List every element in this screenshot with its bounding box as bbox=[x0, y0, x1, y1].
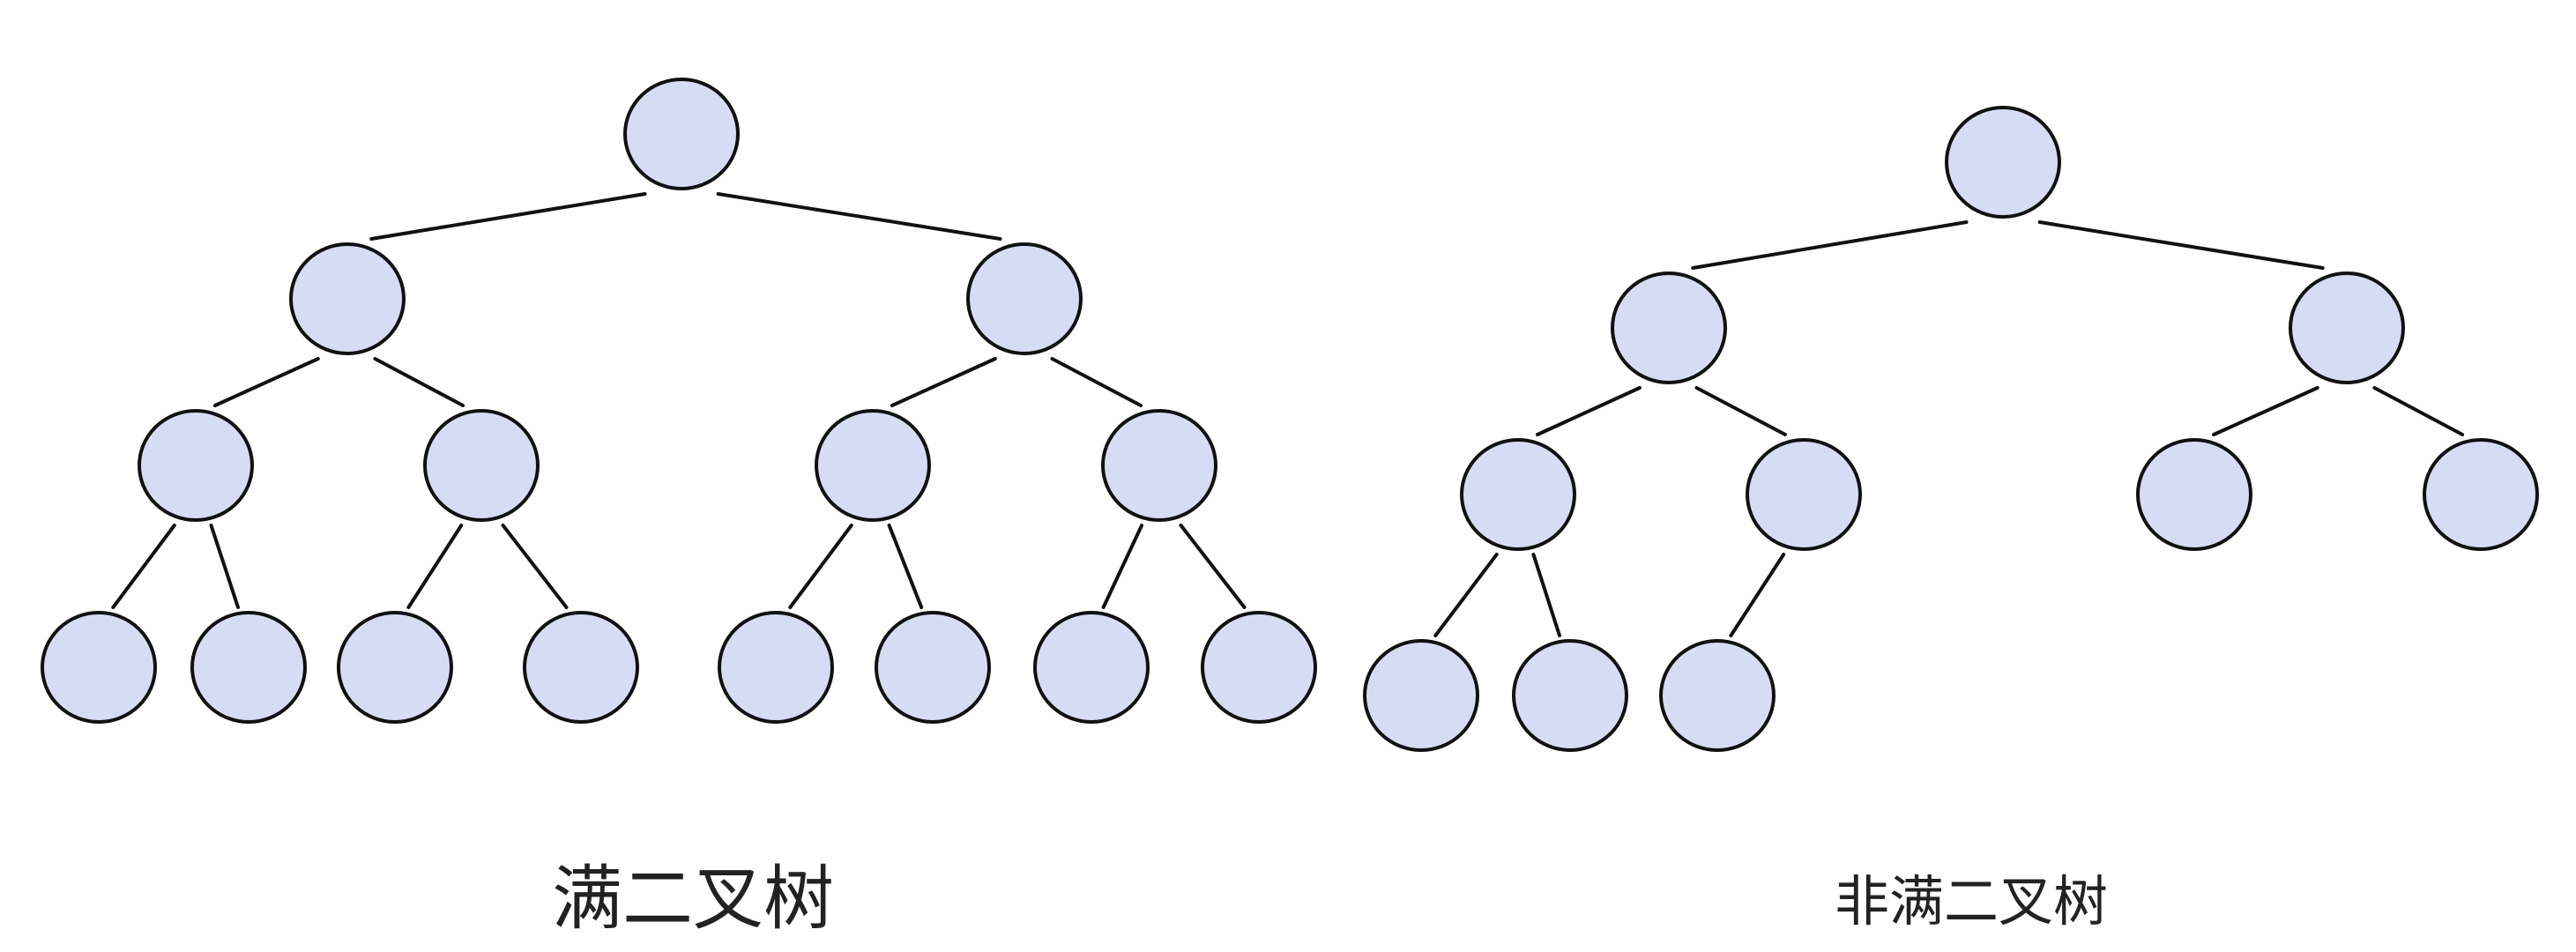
full-tree-edge bbox=[1179, 524, 1247, 609]
full-tree-node bbox=[337, 611, 453, 724]
full-tree-edge bbox=[373, 357, 465, 407]
full-tree-node bbox=[41, 611, 157, 724]
non-full-binary-tree-caption: 非满二叉树 bbox=[1834, 869, 2109, 933]
non-full-tree-edge bbox=[2372, 386, 2465, 436]
non-full-binary-tree bbox=[1363, 106, 2539, 752]
non-full-tree-node bbox=[1945, 106, 2061, 219]
full-tree-node bbox=[190, 611, 307, 724]
non-full-tree-node bbox=[1746, 438, 1862, 551]
full-tree-edge bbox=[369, 192, 647, 241]
non-full-tree-edge bbox=[1729, 553, 1786, 637]
full-tree-edge bbox=[890, 357, 997, 407]
non-full-tree-node bbox=[1363, 639, 1479, 752]
full-tree-edge bbox=[501, 524, 569, 609]
non-full-tree-edge bbox=[2212, 386, 2319, 436]
non-full-tree-node bbox=[2289, 271, 2405, 384]
full-tree-node bbox=[423, 409, 540, 522]
full-tree-node bbox=[523, 611, 639, 724]
full-tree-node bbox=[289, 242, 406, 355]
full-tree-edge bbox=[1050, 357, 1143, 407]
full-tree-node bbox=[623, 78, 740, 190]
full-tree-edge bbox=[406, 524, 464, 609]
full-tree-node bbox=[1201, 611, 1317, 724]
non-full-tree-node bbox=[2136, 438, 2252, 551]
full-tree-edge bbox=[209, 524, 240, 609]
non-full-tree-node bbox=[1512, 639, 1628, 752]
full-tree-node bbox=[138, 409, 254, 522]
non-full-tree-edge bbox=[1691, 220, 1969, 270]
full-tree-edge bbox=[788, 524, 853, 609]
full-tree-node bbox=[718, 611, 834, 724]
non-full-tree-edge bbox=[1433, 553, 1499, 637]
full-tree-node bbox=[1101, 409, 1217, 522]
non-full-tree-node bbox=[1611, 271, 1727, 384]
non-full-tree-node bbox=[2423, 438, 2539, 551]
full-tree-node bbox=[1033, 611, 1150, 724]
full-tree-node bbox=[815, 409, 931, 522]
non-full-tree-node bbox=[1460, 438, 1576, 551]
full-tree-edge bbox=[1101, 524, 1144, 609]
full-binary-tree-caption: 满二叉树 bbox=[552, 858, 834, 940]
full-tree-node bbox=[966, 242, 1083, 355]
non-full-tree-edge bbox=[1531, 553, 1561, 637]
full-binary-tree bbox=[41, 78, 1317, 724]
full-tree-node bbox=[875, 611, 991, 724]
non-full-tree-edge bbox=[2037, 220, 2325, 270]
full-tree-edge bbox=[213, 357, 320, 407]
full-tree-edge bbox=[111, 524, 176, 609]
full-tree-edge bbox=[716, 192, 1002, 241]
non-full-tree-edge bbox=[1694, 386, 1787, 436]
non-full-tree-edge bbox=[1536, 386, 1642, 436]
full-tree-edge bbox=[887, 524, 924, 609]
non-full-tree-node bbox=[1659, 639, 1776, 752]
